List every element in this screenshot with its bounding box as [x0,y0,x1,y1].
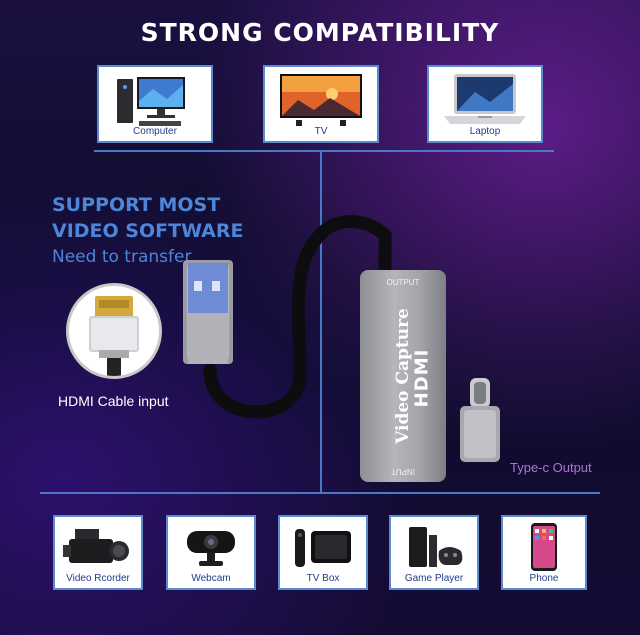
tv-icon [280,74,362,126]
device-card-label: Laptop [469,126,501,137]
tv-box-icon [295,529,351,567]
webcam-icon [187,531,235,566]
support-line-1: SUPPORT MOST [52,194,221,216]
computer-icon [117,77,185,126]
support-text: SUPPORT MOST VIDEO SOFTWARE Need to tran… [52,192,243,270]
device-card-label: Video Rcorder [66,573,130,584]
top-connector-line [94,150,554,152]
center-connector-line [320,150,322,492]
device-card-label: TV [314,126,328,137]
capture-device: OUTPUT Video Capture HDMI INPUT [360,270,446,482]
device-card-label: Webcam [191,573,231,584]
device-card-webcam: Webcam [166,515,256,590]
device-card-label: Computer [133,126,177,137]
game-player-icon [409,527,463,567]
device-card-computer: Computer [97,65,213,143]
device-card-tv: TV [263,65,379,143]
hdmi-cable-image [66,283,162,379]
device-card-laptop: Laptop [427,65,543,143]
hdmi-logo: HDMI [411,348,433,408]
device-card-phone: Phone [501,515,587,590]
typec-output-label: Type-c Output [510,460,592,475]
usb-cable-drawing [183,215,392,419]
hdmi-plug-icon [89,296,139,376]
device-card-label: Game Player [404,573,464,584]
device-card-label: Phone [529,573,559,584]
phone-icon [531,523,557,571]
hdmi-cable-label: HDMI Cable input [58,393,169,409]
device-card-tv-box: TV Box [278,515,368,590]
device-card-game-player: Game Player [389,515,479,590]
support-line-2: VIDEO SOFTWARE [52,220,244,242]
device-name: Video Capture [393,308,413,444]
output-port-label: OUTPUT [386,278,420,287]
device-card-video-recorder: Video Rcorder [53,515,143,590]
headline: STRONG COMPATIBILITY [140,18,500,47]
typec-adapter-icon [460,378,500,462]
device-card-label: TV Box [306,573,340,584]
bottom-connector-line [40,492,600,494]
input-port-label: INPUT [391,467,415,476]
support-line-3: Need to transfer [52,247,192,267]
video-recorder-icon [63,529,129,563]
laptop-icon [444,74,526,124]
